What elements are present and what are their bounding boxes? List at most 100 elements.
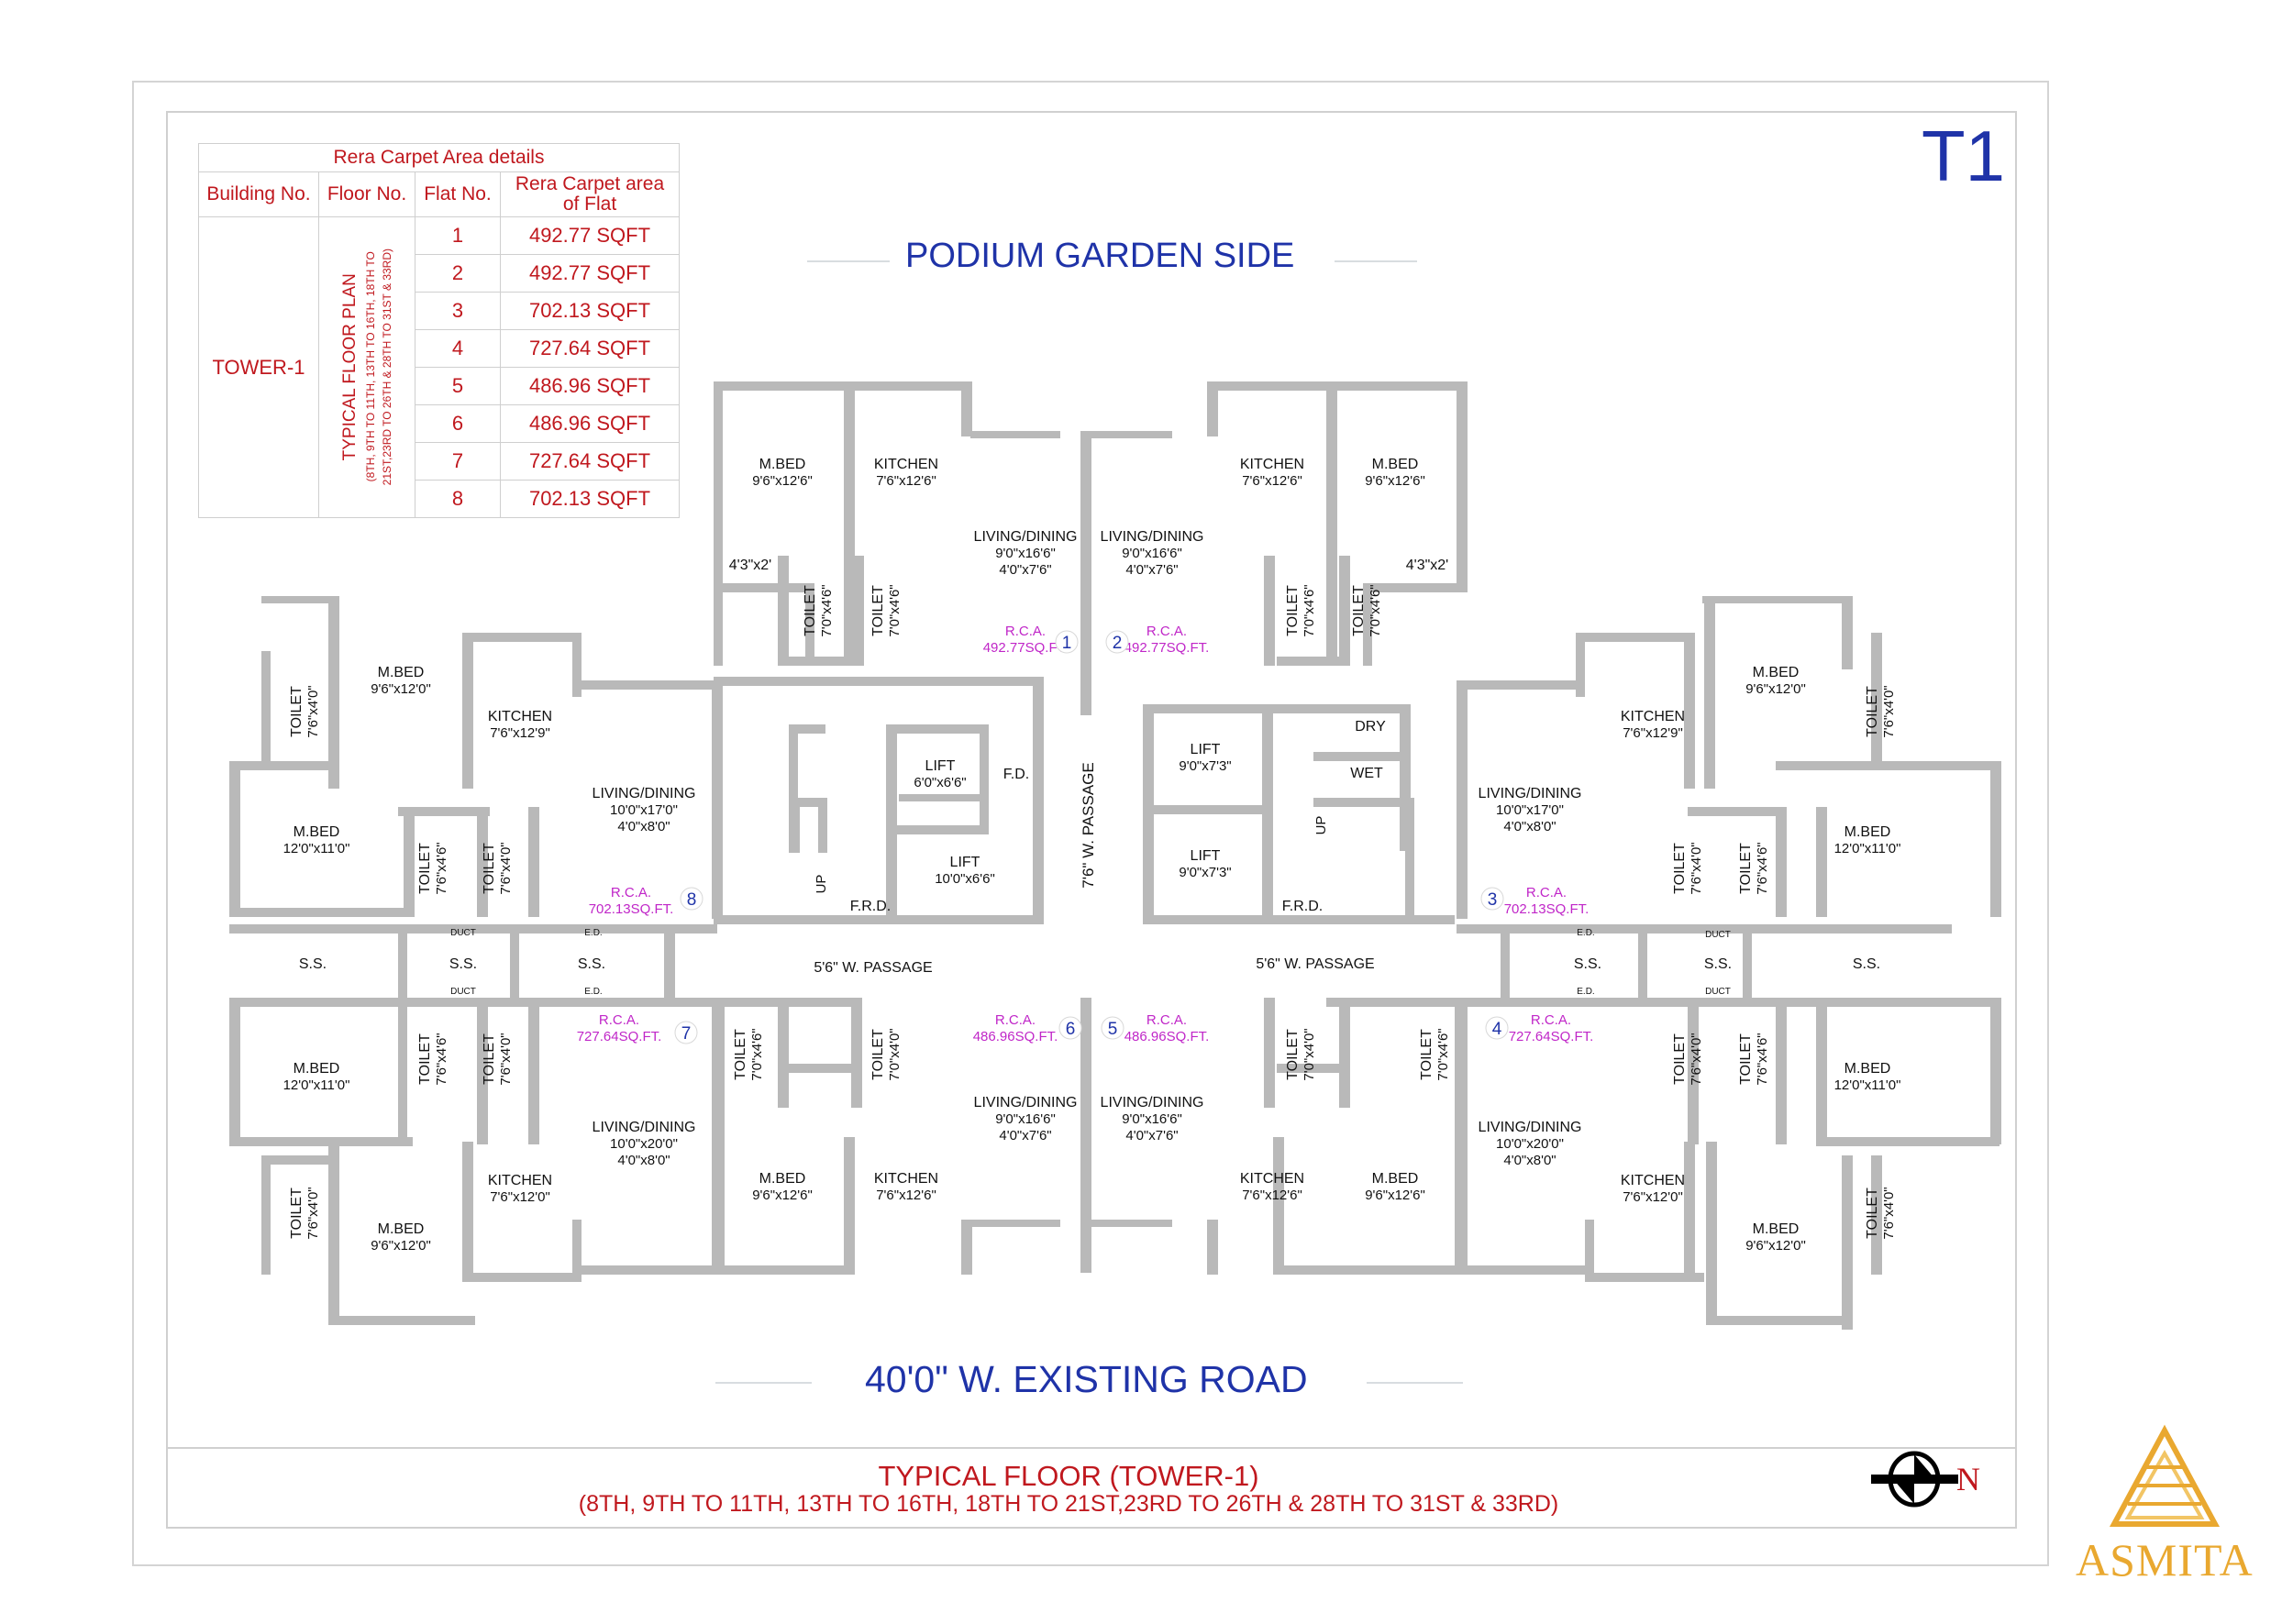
rca4-flat-number: 4 (1492, 1020, 1502, 1039)
ss4-name: S.S. (1574, 956, 1601, 972)
toilet-f2b-dim: 7'0"x4'6" (1368, 584, 1383, 636)
rca4-label: R.C.A. (1531, 1012, 1571, 1028)
header-area: Rera Carpet area of Flat (500, 171, 680, 217)
wall-segment (1585, 1273, 1704, 1282)
wall-segment (462, 1142, 473, 1279)
lift1-name: LIFT (925, 758, 956, 774)
wall-segment (714, 1265, 851, 1275)
building-cell: TOWER-1 (198, 216, 319, 518)
f4-mbed1-name: M.BED (1844, 1061, 1891, 1077)
f3-living-dim: 10'0"x17'0" (1496, 802, 1564, 818)
wall-segment (477, 807, 488, 917)
f4-kitchen-dim: 7'6"x12'0" (1623, 1189, 1683, 1205)
wall-segment (398, 924, 407, 1007)
wall-segment (778, 556, 789, 666)
rca7-area: 727.64SQ.FT. (577, 1029, 662, 1044)
ed4-name: E.D. (1577, 987, 1594, 997)
north-arrow (1871, 1451, 1958, 1508)
wall-segment (339, 1316, 475, 1325)
wall-segment (980, 724, 989, 834)
flat-no: 4 (415, 329, 501, 368)
f5-living-name: LIVING/DINING (1101, 1095, 1204, 1110)
f5-mbed-name: M.BED (1372, 1171, 1419, 1187)
ed1-name: E.D. (584, 928, 602, 938)
wall-segment (1313, 752, 1405, 761)
wall-segment (970, 1220, 1060, 1227)
rca7-label: R.C.A. (599, 1012, 639, 1028)
lift4-dim: 9'0"x7'3" (1179, 865, 1231, 880)
drawing-subtitle: (8TH, 9TH TO 11TH, 13TH TO 16TH, 18TH TO… (578, 1491, 1559, 1517)
f1-living-dim: 9'0"x16'6" (995, 546, 1056, 561)
wall-segment (714, 381, 851, 391)
wall-segment (789, 724, 798, 853)
wall-segment (1688, 998, 1699, 1144)
wall-segment (844, 1137, 855, 1275)
rca3-label: R.C.A. (1526, 885, 1567, 900)
toilet-f7a-dim: 7'6"x4'6" (434, 1033, 449, 1085)
walls (229, 381, 2001, 1330)
toilet-f5b-label: TOILET (1419, 1029, 1435, 1080)
toilet-f2b-label: TOILET (1351, 585, 1367, 636)
ss1-name: S.S. (299, 956, 327, 972)
wall-segment (582, 1265, 719, 1275)
wall-segment (1080, 431, 1172, 438)
wall-segment (961, 381, 972, 436)
wall-segment (528, 807, 539, 917)
duct2-name: DUCT (450, 987, 476, 997)
toilet-f4a-label: TOILET (1672, 1033, 1688, 1085)
f2-living-name: LIVING/DINING (1101, 529, 1204, 545)
toilet-f2a-label: TOILET (1285, 585, 1301, 636)
wall-segment (1638, 924, 1647, 1007)
f8-kitchen-name: KITCHEN (488, 709, 552, 724)
wall-segment (1271, 704, 1409, 713)
wall-segment (714, 915, 1044, 924)
wall-segment (1080, 431, 1091, 715)
lift3-name: LIFT (1191, 742, 1221, 757)
wall-segment (895, 825, 987, 834)
wall-segment (261, 596, 335, 603)
wet-name: WET (1350, 766, 1383, 781)
wall-segment (462, 633, 582, 642)
rca2-area: 492.77SQ.FT. (1124, 640, 1210, 656)
wall-segment (1706, 1316, 1844, 1325)
toilet-f3c-dim: 7'6"x4'6" (1755, 842, 1770, 894)
wall-segment (1842, 1155, 1853, 1330)
wall-segment (1842, 596, 1853, 669)
wall-segment (1585, 1220, 1594, 1275)
f6-mbed-name: M.BED (759, 1171, 806, 1187)
wall-segment (1576, 633, 1585, 697)
wall-segment (1457, 924, 1952, 934)
toilet-f8c-label: TOILET (482, 843, 497, 894)
flat-area: 702.13 SQFT (500, 480, 680, 518)
toilet-f7b-label: TOILET (482, 1033, 497, 1085)
wall-segment (1080, 998, 1091, 1273)
wall-segment (1143, 805, 1271, 814)
f8-mbed2-dim: 12'0"x11'0" (283, 841, 350, 856)
f8-mbed1-name: M.BED (378, 665, 425, 680)
wall-segment (961, 1220, 972, 1275)
toilet-f3b-dim: 7'6"x4'0" (1689, 842, 1704, 894)
f5-living-dim: 9'0"x16'6" (1122, 1111, 1182, 1127)
toilet-f7c-dim: 7'6"x4'0" (305, 1187, 321, 1239)
wall-segment (1576, 633, 1695, 642)
f5-kitchen-name: KITCHEN (1240, 1171, 1304, 1187)
wall-segment (1457, 998, 1468, 1275)
f2-mbed-dim: 9'6"x12'6" (1365, 473, 1425, 489)
toilet-f8a-dim: 7'6"x4'0" (305, 685, 321, 737)
passage-r-name: 5'6" W. PASSAGE (1256, 956, 1374, 972)
wall-segment (398, 998, 407, 1144)
wall-segment (1871, 633, 1882, 761)
wall-segment (477, 998, 488, 1144)
wall-segment (714, 583, 723, 592)
wall-segment (328, 1142, 339, 1325)
wall-segment (1816, 998, 1999, 1007)
rca6-area: 486.96SQ.FT. (973, 1029, 1058, 1044)
rca1-label: R.C.A. (1005, 624, 1046, 639)
wall-segment (1143, 704, 1271, 713)
toilet-f7a-label: TOILET (417, 1033, 433, 1085)
wall-segment (404, 807, 415, 917)
central-passage-label: 7'6" W. PASSAGE (1080, 762, 1097, 888)
f1-kitchen-name: KITCHEN (874, 457, 938, 472)
wall-segment (510, 924, 519, 1007)
